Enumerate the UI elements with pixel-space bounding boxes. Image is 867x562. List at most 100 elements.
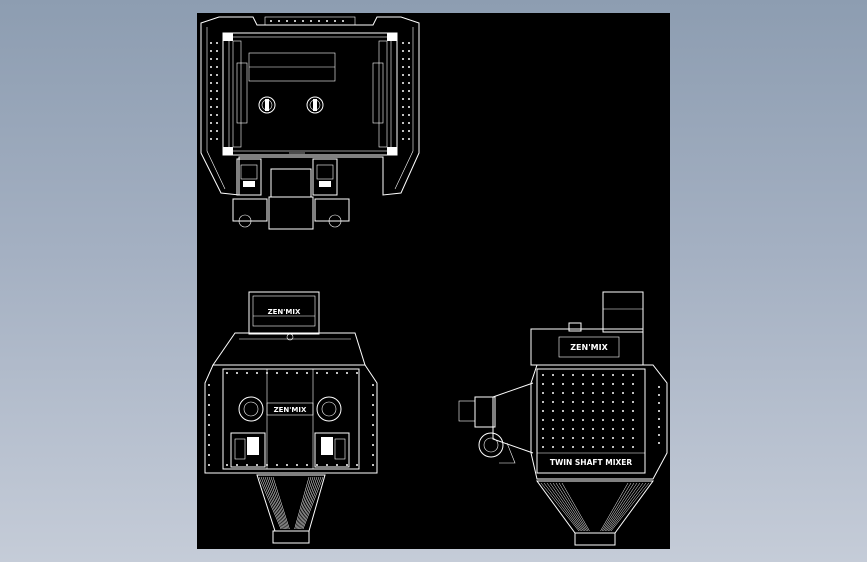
hatch-line	[540, 482, 580, 532]
bolt-hole	[310, 20, 312, 22]
bolt-hole	[216, 98, 218, 100]
bolt-hole	[658, 442, 660, 444]
hatch-line	[258, 476, 282, 530]
bolt-hole	[572, 446, 574, 448]
hatch-line	[555, 482, 587, 532]
bolt-hole	[336, 372, 338, 374]
bolt-hole	[294, 20, 296, 22]
bolt-hole	[210, 106, 212, 108]
bolt-hole	[208, 404, 210, 406]
bolt-hole	[582, 437, 584, 439]
hatch-line	[297, 476, 316, 530]
bolt-hole	[302, 20, 304, 22]
bolt-hole	[216, 130, 218, 132]
bolt-hole	[612, 428, 614, 430]
cad-drawing: ZEN'MIX ZEN'MIX	[200, 16, 668, 546]
hatch-line	[262, 476, 284, 530]
bolt-hole	[210, 58, 212, 60]
bolt-hole	[226, 464, 228, 466]
bolt-hole	[622, 383, 624, 385]
bolt-hole	[246, 372, 248, 374]
hatch-line	[272, 476, 290, 530]
bolt-hole	[622, 410, 624, 412]
bolt-hole	[216, 106, 218, 108]
bolt-hole	[210, 130, 212, 132]
bolt-hole	[372, 394, 374, 396]
bolt-hole	[592, 392, 594, 394]
side-nameplate-text: TWIN SHAFT MIXER	[550, 458, 633, 467]
bolt-hole	[592, 401, 594, 403]
bolt-hole	[552, 383, 554, 385]
bolt-hole	[256, 372, 258, 374]
bolt-hole	[216, 74, 218, 76]
bolt-hole	[408, 130, 410, 132]
bolt-hole	[372, 424, 374, 426]
bolt-hole	[658, 402, 660, 404]
bolt-hole	[602, 446, 604, 448]
bolt-hole	[296, 464, 298, 466]
bolt-hole	[632, 428, 634, 430]
bolt-hole	[208, 424, 210, 426]
bolt-hole	[562, 392, 564, 394]
bolt-hole	[622, 446, 624, 448]
bolt-hole	[612, 401, 614, 403]
bolt-hole	[236, 464, 238, 466]
bolt-hole	[216, 90, 218, 92]
bolt-hole	[582, 446, 584, 448]
bolt-hole	[402, 106, 404, 108]
bolt-hole	[402, 98, 404, 100]
bolt-hole	[632, 401, 634, 403]
bolt-hole	[582, 383, 584, 385]
bolt-hole	[632, 383, 634, 385]
bolt-hole	[402, 74, 404, 76]
bolt-hole	[632, 410, 634, 412]
bolt-hole	[572, 410, 574, 412]
bolt-hole	[592, 446, 594, 448]
bolt-hole	[226, 372, 228, 374]
bolt-hole	[208, 464, 210, 466]
bolt-hole	[316, 372, 318, 374]
hatch-line	[301, 476, 322, 530]
front-logo-text: ZEN'MIX	[268, 308, 301, 316]
bolt-hole	[326, 20, 328, 22]
hatch-line	[302, 476, 324, 530]
bolt-hole	[276, 464, 278, 466]
cad-viewport[interactable]: ZEN'MIX ZEN'MIX	[197, 13, 670, 549]
bolt-hole	[562, 428, 564, 430]
bolt-hole	[592, 410, 594, 412]
bolt-hole	[612, 374, 614, 376]
bolt-hole	[402, 138, 404, 140]
bolt-hole	[602, 437, 604, 439]
bolt-hole	[318, 20, 320, 22]
bolt-hole	[612, 392, 614, 394]
bolt-hole	[256, 464, 258, 466]
bolt-hole	[552, 437, 554, 439]
bolt-hole	[316, 464, 318, 466]
front-center-logo: ZEN'MIX	[274, 406, 307, 414]
bolt-hole	[276, 372, 278, 374]
bolt-hole	[602, 383, 604, 385]
bolt-hole	[572, 428, 574, 430]
bolt-hole	[208, 454, 210, 456]
bolt-hole	[632, 437, 634, 439]
bolt-hole	[658, 418, 660, 420]
bolt-hole	[356, 464, 358, 466]
bolt-hole	[408, 138, 410, 140]
bolt-hole	[346, 464, 348, 466]
bolt-hole	[326, 372, 328, 374]
bolt-hole	[622, 437, 624, 439]
bolt-hole	[572, 419, 574, 421]
bolt-hole	[542, 437, 544, 439]
bolt-hole	[582, 401, 584, 403]
bolt-hole	[216, 50, 218, 52]
bolt-hole	[408, 98, 410, 100]
bolt-hole	[208, 384, 210, 386]
hatch-line	[266, 476, 287, 530]
bolt-hole	[632, 446, 634, 448]
bolt-hole	[542, 383, 544, 385]
bolt-hole	[542, 446, 544, 448]
bolt-hole	[582, 410, 584, 412]
bolt-hole	[562, 383, 564, 385]
bolt-hole	[372, 384, 374, 386]
bolt-hole	[612, 446, 614, 448]
